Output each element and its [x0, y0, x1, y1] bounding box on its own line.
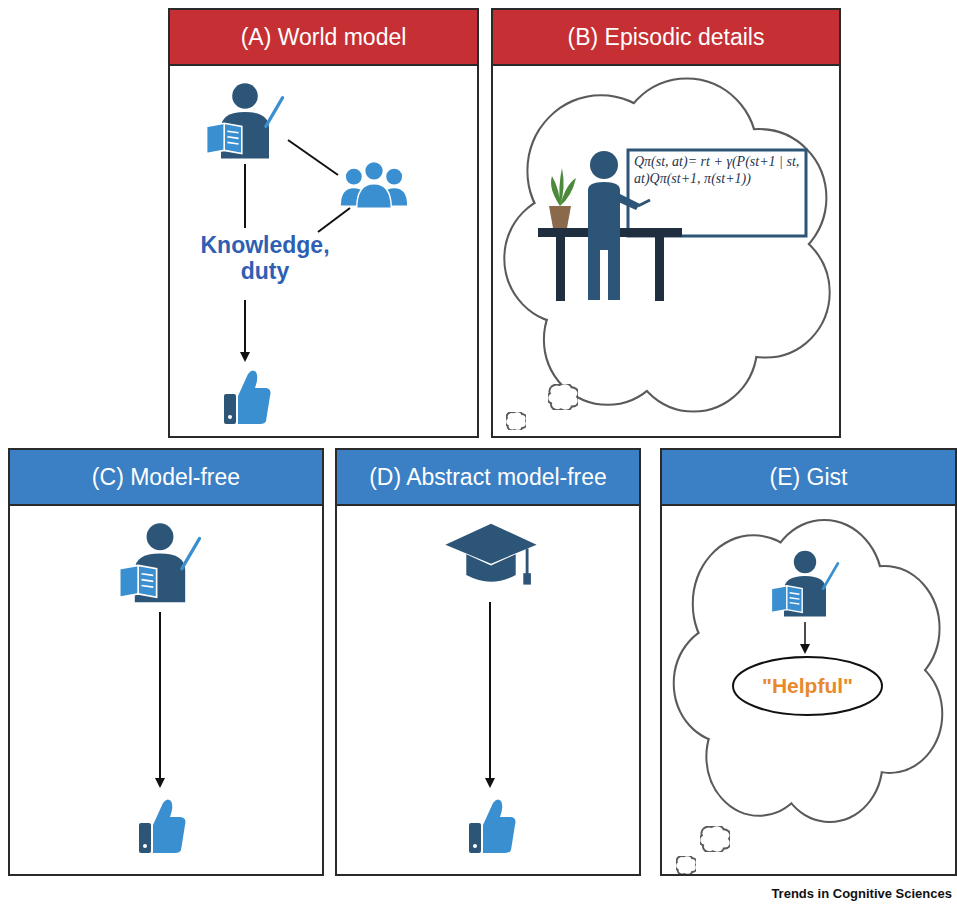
arrow-line — [244, 300, 246, 360]
panel-box: (D) Abstract model-free — [335, 448, 641, 876]
panel-header: (B) Episodic details — [493, 10, 839, 66]
link-line — [318, 208, 350, 232]
teacher-head — [590, 151, 618, 179]
plant-leaves — [551, 168, 576, 206]
panel-box: (E) Gist "Helpful" — [660, 448, 957, 876]
panel-header: (A) World model — [170, 10, 477, 66]
thumbs-up-icon — [469, 799, 516, 853]
panel-box: (A) World model — [168, 8, 479, 438]
teacher-icon — [207, 83, 283, 158]
blackboard — [628, 150, 806, 236]
node-text: (D) Abstract model-free — [369, 464, 607, 490]
node-text: "Helpful" — [762, 674, 853, 698]
panel-box: (B) Episodic details — [491, 8, 841, 438]
panel-header: (C) Model-free — [10, 450, 322, 506]
thought-bubble — [506, 412, 526, 430]
thumbs-up-icon — [139, 799, 186, 853]
node-text: (E) Gist — [770, 464, 848, 490]
thought-cloud — [505, 79, 828, 410]
thought-cloud — [675, 521, 942, 821]
journal-watermark: Trends in Cognitive Sciences — [700, 886, 952, 901]
gist-ellipse: "Helpful" — [731, 655, 884, 717]
link-line — [244, 164, 246, 228]
teacher-arm — [614, 192, 640, 210]
thought-bubble — [676, 856, 696, 874]
graduation-cap-icon — [445, 524, 536, 585]
teacher-icon — [771, 551, 838, 617]
node-text: (A) World model — [241, 24, 407, 50]
thought-bubble — [700, 826, 729, 851]
thought-bubble — [548, 384, 577, 409]
panel-header: (D) Abstract model-free — [337, 450, 639, 506]
arrow-line — [489, 602, 491, 786]
panel-box: (C) Model-free — [8, 448, 324, 876]
panel-header: (E) Gist — [662, 450, 955, 506]
arrow-line — [804, 622, 806, 652]
teacher-icon — [120, 523, 200, 602]
group-icon — [341, 162, 407, 209]
node-text: (B) Episodic details — [568, 24, 765, 50]
node-text: (C) Model-free — [92, 464, 240, 490]
link-line — [288, 140, 338, 175]
plant-pot — [549, 206, 571, 228]
table-leg — [556, 237, 565, 301]
arrow-line — [159, 612, 161, 786]
thumbs-up-icon — [224, 370, 271, 424]
concept-label: Knowledge, duty — [185, 232, 345, 285]
formula-text: Qπ(st, at)= rt + γ(P(st+1 | st, at)Qπ(st… — [634, 154, 802, 188]
table-leg — [655, 237, 664, 301]
pointer — [638, 200, 650, 206]
